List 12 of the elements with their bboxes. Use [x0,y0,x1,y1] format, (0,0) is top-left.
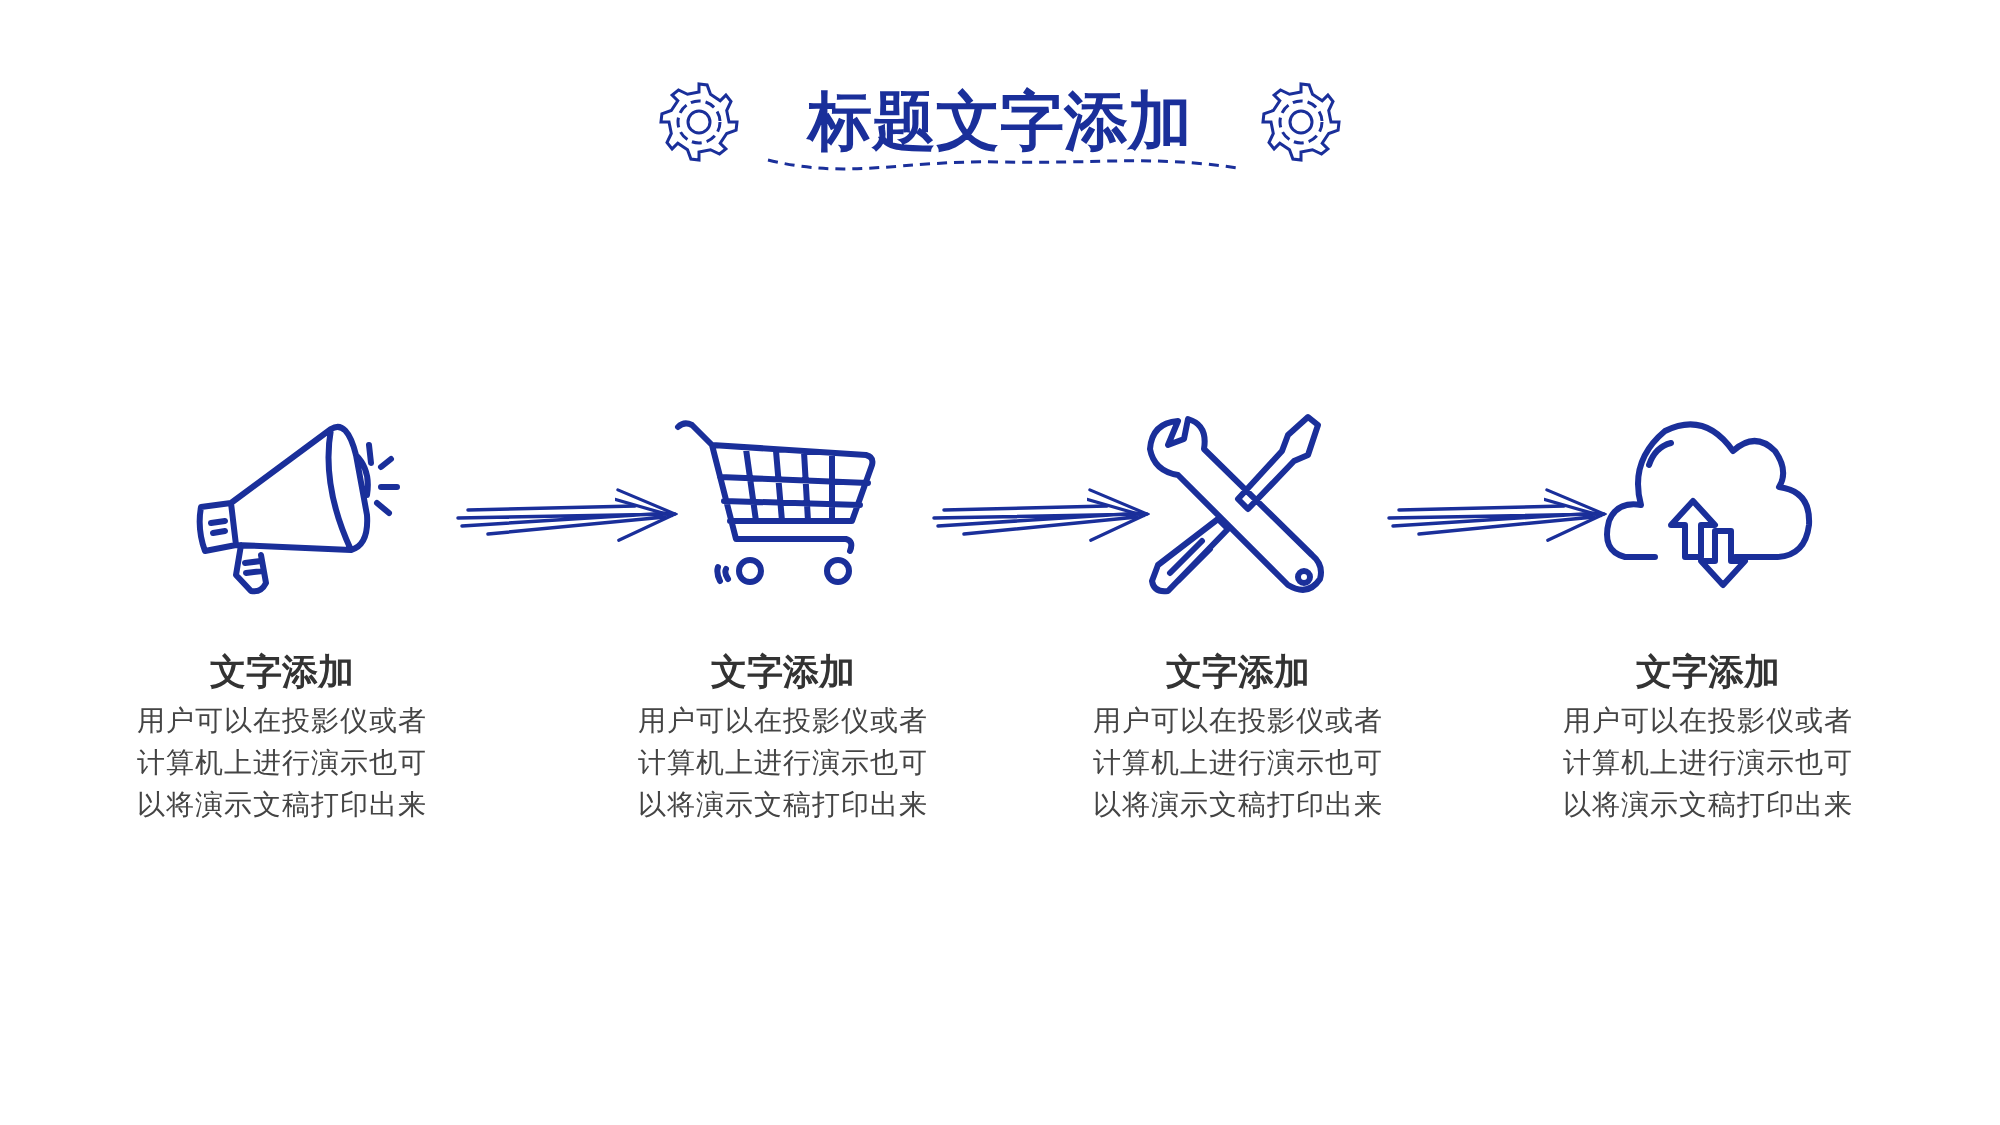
arrow [932,488,1149,542]
step-heading: 文字添加 [210,650,354,694]
title: 标题文字添加 [808,83,1192,160]
step-description: 用户可以在投影仪或者计算机上进行演示也可以将演示文稿打印出来 [136,703,428,823]
step-heading: 文字添加 [1166,650,1310,694]
step-heading: 文字添加 [711,650,855,694]
step-description: 用户可以在投影仪或者计算机上进行演示也可以将演示文稿打印出来 [1562,703,1854,823]
step-heading: 文字添加 [1636,650,1780,694]
arrow [1387,488,1606,542]
step-description: 用户可以在投影仪或者计算机上进行演示也可以将演示文稿打印出来 [637,703,929,823]
step-description: 用户可以在投影仪或者计算机上进行演示也可以将演示文稿打印出来 [1092,703,1384,823]
arrow [456,488,677,542]
